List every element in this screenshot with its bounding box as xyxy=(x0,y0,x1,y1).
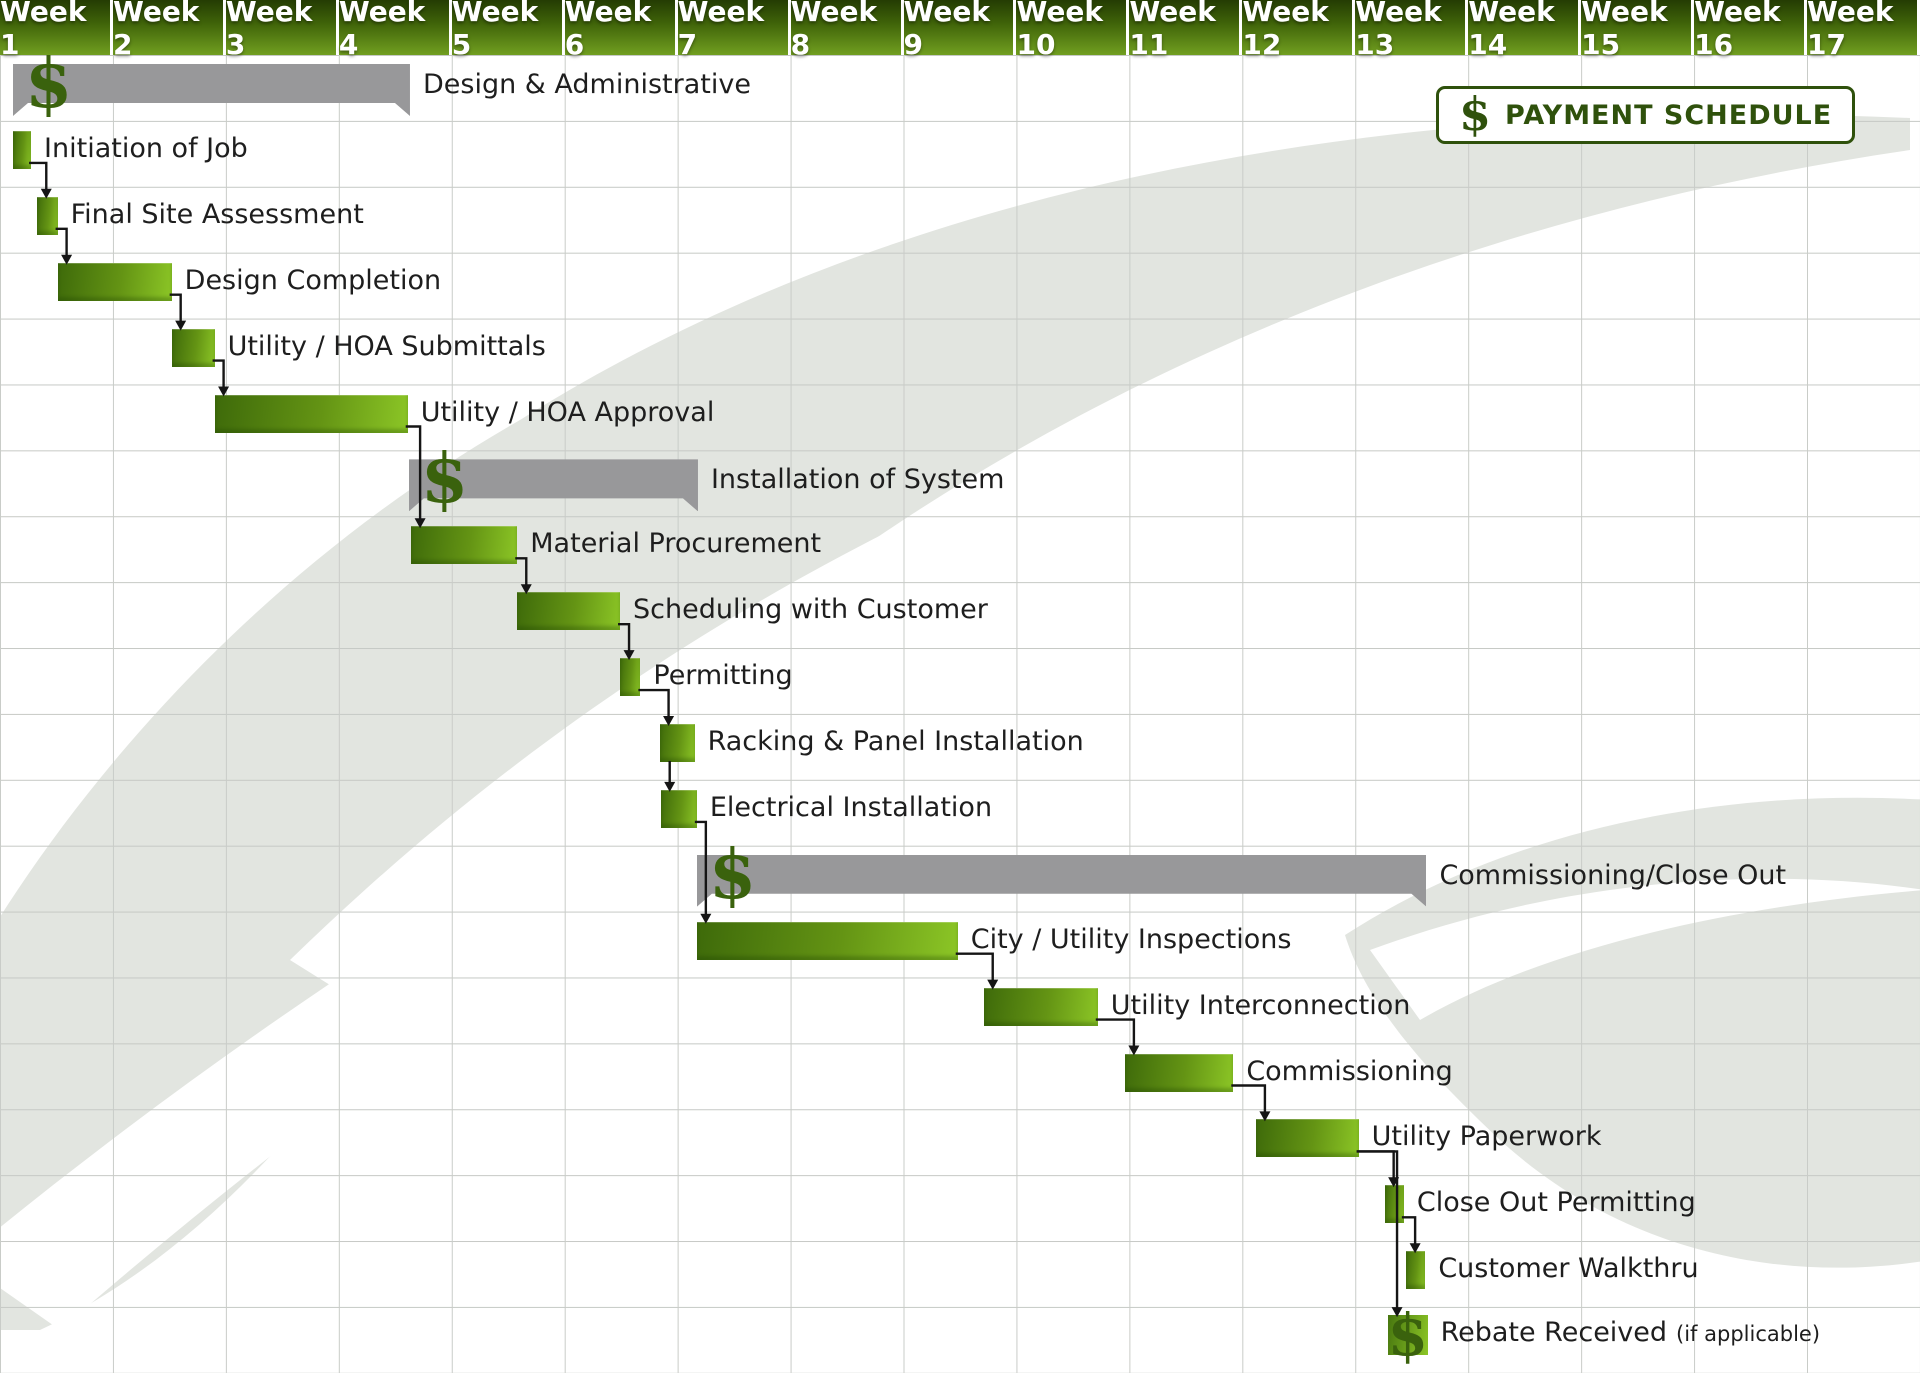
task-label-material: Material Procurement xyxy=(530,528,822,560)
week-header-cell: Week 13 xyxy=(1355,0,1469,61)
payment-schedule-label: PAYMENT SCHEDULE xyxy=(1505,99,1833,131)
dollar-icon: $ xyxy=(420,439,469,520)
task-label-scheduling: Scheduling with Customer xyxy=(633,594,988,626)
task-bar-electrical xyxy=(660,789,697,828)
task-bar-approval xyxy=(214,394,408,433)
task-label-racking: Racking & Panel Installation xyxy=(707,726,1084,757)
task-label-paperwork: Utility Paperwork xyxy=(1371,1121,1602,1153)
dollar-icon: $ xyxy=(24,44,73,124)
task-label-rebate: Rebate Received(if applicable) xyxy=(1440,1317,1821,1349)
week-header-cell: Week 2 xyxy=(112,0,226,61)
task-label-closeout-permitting: Close Out Permitting xyxy=(1416,1187,1696,1219)
task-label-design-completion: Design Completion xyxy=(184,264,442,296)
task-label-inspections: City / Utility Inspections xyxy=(970,923,1292,955)
task-bar-walkthru xyxy=(1406,1251,1426,1290)
week-header-cell: Week 11 xyxy=(1129,0,1243,61)
task-bar-design-completion xyxy=(57,262,172,301)
task-bar-material xyxy=(411,526,518,565)
task-label-installation: Installation of System xyxy=(710,464,1005,496)
task-bar-racking xyxy=(659,724,695,762)
task-label-closeout: Commissioning/Close Out xyxy=(1439,859,1787,891)
task-bar-initiation xyxy=(12,130,32,169)
task-bar-final-site xyxy=(37,196,58,235)
task-label-electrical: Electrical Installation xyxy=(709,791,993,823)
week-header-cell: Week 4 xyxy=(338,0,452,61)
dollar-icon: $ xyxy=(1387,1301,1428,1370)
task-bar-paperwork xyxy=(1255,1119,1359,1158)
task-label-submittals: Utility / HOA Submittals xyxy=(227,330,546,362)
task-label-permitting: Permitting xyxy=(653,660,793,692)
task-bar-interconnection xyxy=(983,987,1098,1026)
task-label-interconnection: Utility Interconnection xyxy=(1110,989,1411,1021)
task-label-commissioning: Commissioning xyxy=(1246,1055,1453,1087)
task-bar-permitting xyxy=(620,658,641,697)
task-bar-rebate: $ xyxy=(1388,1306,1428,1364)
task-bar-submittals xyxy=(171,328,215,367)
week-header-cell: Week 17 xyxy=(1807,0,1920,61)
task-label-walkthru: Customer Walkthru xyxy=(1438,1253,1699,1285)
week-header-cell: Week 5 xyxy=(451,0,565,61)
task-label-final-site: Final Site Assessment xyxy=(70,198,364,230)
week-header-cell: Week 15 xyxy=(1581,0,1695,61)
week-header-cell: Week 12 xyxy=(1242,0,1356,61)
week-header-cell: Week 16 xyxy=(1694,0,1808,61)
payment-schedule-legend: $ PAYMENT SCHEDULE xyxy=(1436,86,1856,144)
dollar-icon: $ xyxy=(708,834,757,915)
week-header-cell: Week 9 xyxy=(903,0,1017,61)
week-header-cell: Week 6 xyxy=(564,0,678,61)
week-header-cell: Week 3 xyxy=(225,0,339,61)
gantt-grid xyxy=(0,55,1920,1373)
task-bar-scheduling xyxy=(517,592,621,631)
week-header-cell: Week 8 xyxy=(790,0,904,61)
week-header-cell: Week 1 xyxy=(0,0,113,61)
week-header-cell: Week 7 xyxy=(677,0,791,61)
task-label-approval: Utility / HOA Approval xyxy=(420,396,715,428)
task-bar-closeout-permitting xyxy=(1384,1185,1404,1224)
task-label-design-admin: Design & Administrative xyxy=(422,69,751,100)
week-header-cell: Week 14 xyxy=(1468,0,1582,61)
task-bar-inspections xyxy=(696,921,958,960)
week-header-cell: Week 10 xyxy=(1016,0,1130,61)
dollar-icon: $ xyxy=(1459,87,1492,142)
task-label-initiation: Initiation of Job xyxy=(44,132,248,164)
task-bar-commissioning xyxy=(1124,1053,1234,1092)
